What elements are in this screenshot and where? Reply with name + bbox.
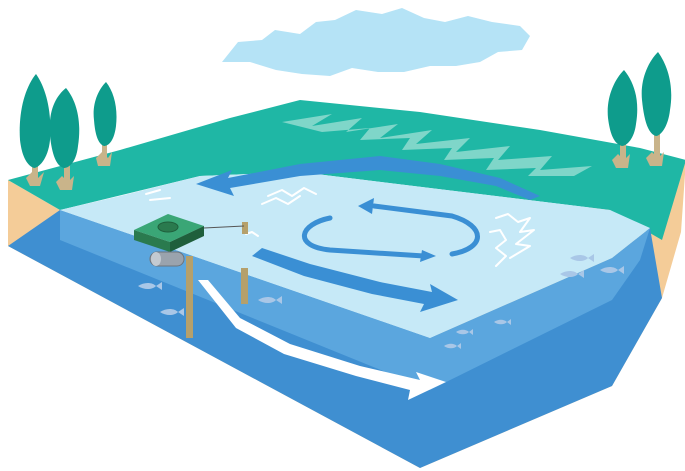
tree — [93, 82, 117, 166]
surface-current-arrow-right — [252, 248, 458, 312]
trees-right — [607, 52, 672, 168]
grass-stripes — [282, 114, 592, 176]
fish — [570, 254, 594, 262]
device-tether — [203, 225, 245, 229]
tree — [641, 52, 672, 166]
fish — [456, 329, 473, 335]
post-under-device — [186, 256, 193, 338]
device-side — [170, 226, 204, 252]
fish — [494, 319, 511, 325]
fish — [444, 343, 461, 349]
device-cylinder-cap — [151, 252, 161, 266]
pond-mid-layer — [60, 210, 650, 390]
tree — [49, 88, 80, 190]
post-middle — [241, 268, 248, 304]
fish — [560, 270, 584, 278]
deep-outflow-arrow — [198, 280, 446, 400]
post-back — [242, 222, 248, 234]
surface-circulation-arrows — [196, 156, 540, 312]
surface-ripples — [145, 187, 535, 267]
pond-water-surface — [60, 172, 650, 338]
inner-circulation-loop — [302, 203, 480, 259]
surface-current-arrow-left — [196, 156, 540, 200]
cloud — [222, 8, 530, 76]
tree — [19, 74, 51, 186]
floating-aerator-device — [134, 214, 245, 267]
fish — [600, 266, 624, 274]
fish-group — [138, 254, 624, 349]
support-posts — [186, 222, 248, 338]
inner-loop-arrowhead-bottom — [420, 250, 436, 262]
tree — [607, 70, 638, 168]
fish — [160, 308, 184, 316]
fish — [258, 296, 282, 304]
inner-loop-arrowhead-top — [358, 198, 374, 214]
device-front — [134, 230, 170, 252]
device-hatch — [157, 221, 179, 233]
fish — [138, 282, 162, 290]
trees-left — [19, 74, 117, 190]
